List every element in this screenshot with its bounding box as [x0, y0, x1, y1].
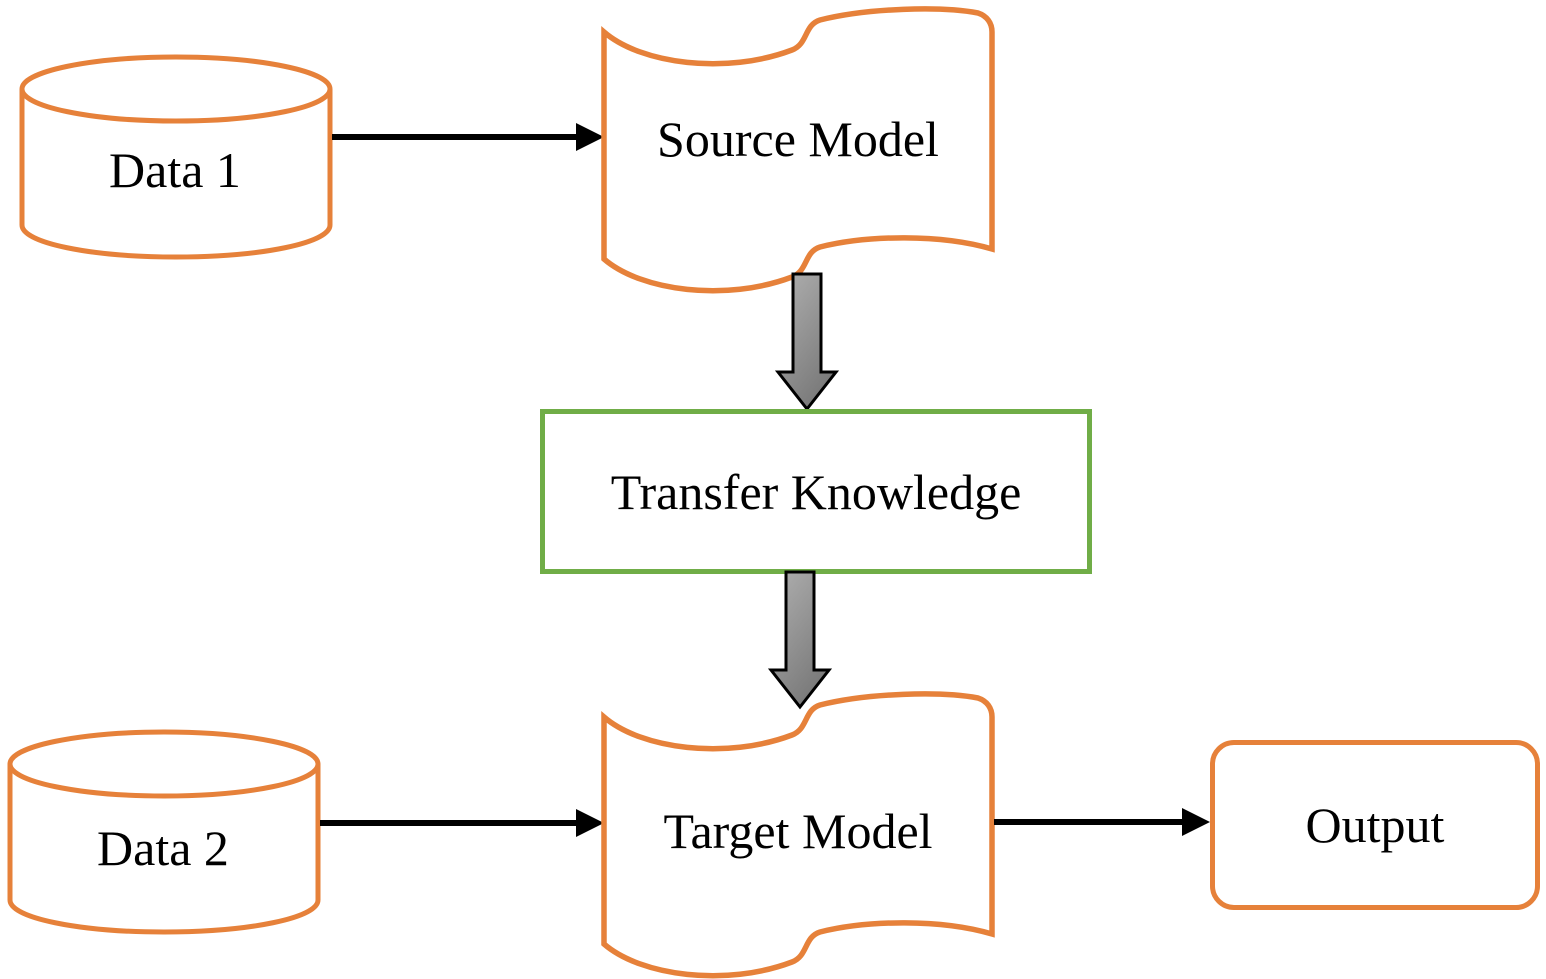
arrow-target-to-output: [994, 808, 1210, 836]
arrow-data2-to-target: [320, 809, 604, 837]
data2-label: Data 2: [97, 820, 229, 876]
transfer-knowledge-box: Transfer Knowledge: [540, 409, 1092, 574]
block-arrow-source-to-transfer: [774, 272, 840, 412]
data1-label: Data 1: [109, 142, 241, 198]
source-model-label: Source Model: [657, 111, 939, 167]
arrowhead-icon: [1182, 808, 1210, 836]
target-model-shape: [601, 691, 995, 979]
down-arrow-icon: [774, 272, 840, 412]
transfer-knowledge-label: Transfer Knowledge: [610, 463, 1022, 520]
output-box: Output: [1210, 740, 1540, 910]
block-arrow-transfer-to-target: [767, 570, 833, 710]
source-model-shape: [601, 6, 995, 294]
down-arrow-icon: [767, 570, 833, 710]
arrowhead-icon: [576, 123, 604, 151]
output-label: Output: [1305, 797, 1445, 853]
arrow-data1-to-source: [332, 123, 604, 151]
target-model-label: Target Model: [663, 803, 933, 859]
data1-cylinder-shape: [19, 54, 333, 260]
data2-cylinder-shape: [7, 729, 321, 935]
arrowhead-icon: [576, 809, 604, 837]
